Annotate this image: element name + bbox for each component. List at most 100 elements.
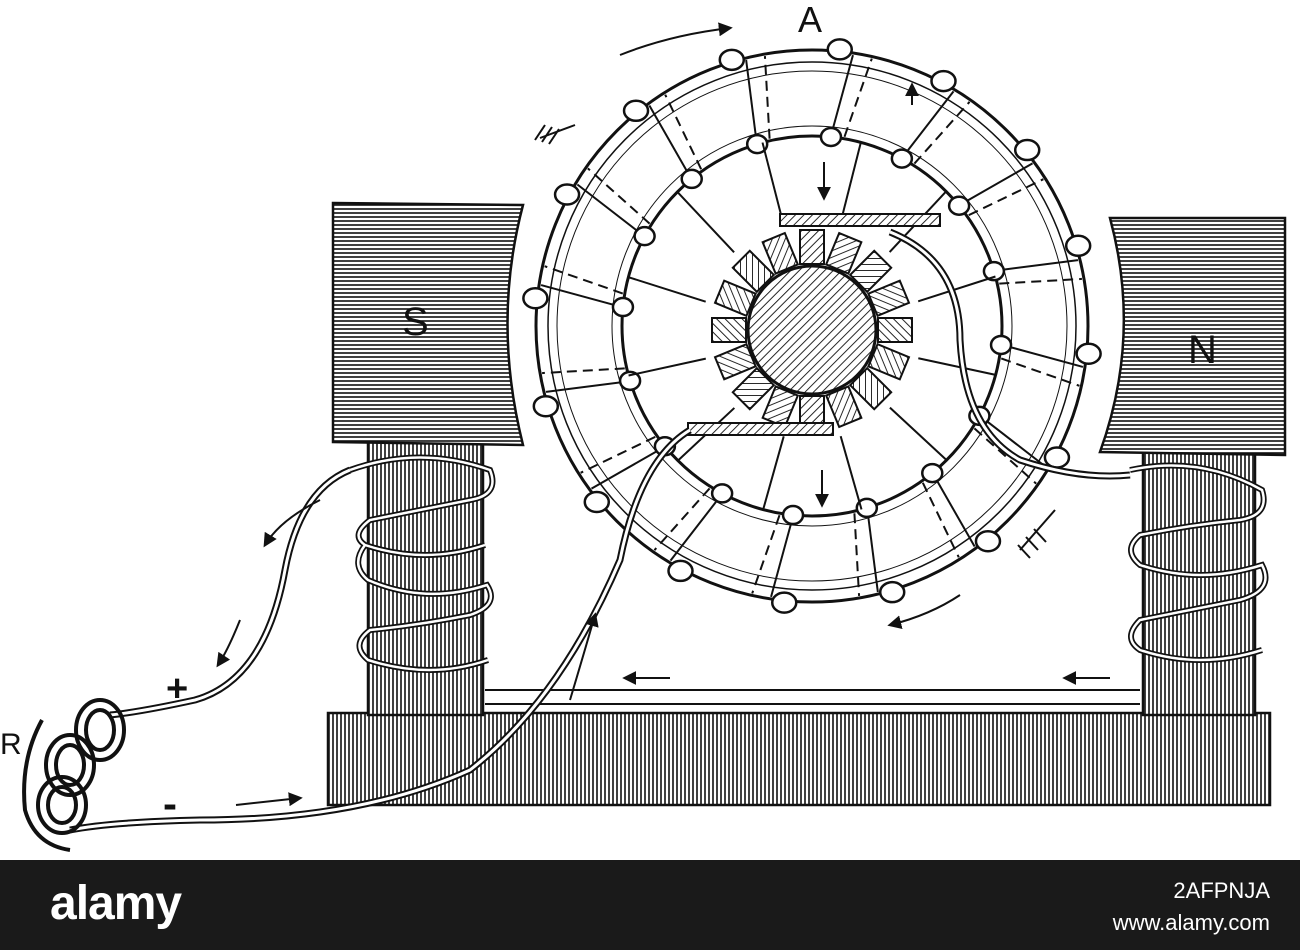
commutator-segment	[824, 385, 863, 429]
commutator-segment	[761, 231, 800, 275]
armature-coil-loops	[522, 38, 1102, 614]
coil-loop	[718, 48, 746, 72]
brand-logo[interactable]: alamy	[50, 877, 182, 930]
site-url[interactable]: www.alamy.com	[1112, 910, 1270, 935]
coil-loop-inner	[611, 296, 635, 318]
commutator	[711, 229, 913, 431]
coil-loop-inner	[855, 497, 879, 519]
winding-line	[960, 162, 1034, 206]
commutator-segment	[867, 342, 911, 381]
dynamo-diagram: A S N R + -	[0, 0, 1287, 852]
winding-line	[648, 104, 692, 178]
base-board	[326, 711, 1272, 807]
coil-loop-inner	[710, 483, 734, 504]
winding-line	[995, 259, 1079, 272]
coil-loop-inner	[890, 148, 914, 169]
coil-loop	[1013, 138, 1041, 162]
coil-loop	[1075, 342, 1102, 366]
spoke	[762, 436, 785, 510]
coil-loop	[622, 99, 650, 123]
commutator-segment	[713, 342, 757, 381]
negative-terminal-label: -	[163, 780, 177, 827]
coil-loop	[930, 69, 957, 93]
spoke	[889, 406, 948, 461]
armature-shaft	[746, 264, 878, 396]
coil-loop	[522, 286, 549, 310]
armature-windings	[540, 54, 1084, 598]
coil-loop	[667, 559, 694, 583]
coil-loop	[974, 529, 1002, 553]
north-core	[1141, 448, 1257, 717]
winding-line	[540, 284, 622, 308]
winding-line	[653, 487, 711, 551]
north-pole-label: N	[1188, 328, 1217, 372]
winding-line	[866, 509, 879, 593]
commutator-segment	[877, 317, 913, 343]
winding-line	[902, 90, 955, 158]
winding-line	[587, 167, 651, 225]
coil-loop-inner	[989, 334, 1013, 356]
winding-line	[751, 514, 781, 594]
upper-brush	[779, 213, 941, 227]
winding-line	[980, 416, 1048, 469]
winding-line	[973, 427, 1037, 485]
commutator-segment	[867, 279, 911, 318]
spoke	[918, 357, 996, 376]
coil-loop	[1064, 234, 1092, 258]
winding-line	[544, 265, 624, 295]
winding-line	[999, 277, 1082, 285]
spoke	[917, 275, 996, 303]
spoke	[839, 142, 862, 224]
commutator-segment	[799, 229, 825, 265]
winding-line	[830, 54, 854, 136]
coil-loop	[553, 183, 581, 206]
image-id: 2AFPNJA	[1173, 878, 1270, 903]
commutator-segment	[731, 249, 776, 294]
winding-line	[932, 474, 976, 548]
spoke	[628, 357, 707, 377]
coil-loop-inner	[745, 133, 769, 155]
resistance-coil	[22, 698, 126, 852]
winding-line	[921, 482, 960, 558]
winding-line	[843, 58, 873, 138]
winding-line	[853, 513, 861, 596]
coil-loop	[532, 394, 560, 418]
winding-line	[580, 435, 656, 474]
winding-line	[545, 380, 629, 393]
commutator-segment	[731, 366, 776, 411]
dynamo-illustration	[22, 22, 1287, 852]
winding-line	[745, 59, 758, 143]
winding-line	[590, 446, 664, 490]
spoke	[676, 191, 735, 254]
spoke	[839, 435, 863, 510]
winding-line	[664, 94, 703, 170]
south-pole-piece	[331, 201, 525, 447]
watermark-footer: alamy 2AFPNJA www.alamy.com	[0, 860, 1300, 950]
commutator-segment	[848, 249, 893, 294]
commutator-segment	[711, 317, 747, 343]
commutator-segment	[824, 231, 863, 275]
winding-line	[968, 178, 1044, 217]
spoke	[761, 142, 785, 225]
winding-line	[1000, 357, 1080, 387]
winding-line	[763, 56, 771, 139]
coil-loop	[770, 591, 798, 614]
winding-line	[576, 183, 644, 236]
winding-line	[542, 367, 625, 375]
coil-loop	[878, 580, 906, 604]
winding-line	[913, 101, 971, 165]
commutator-segment	[713, 279, 757, 318]
winding-line	[1002, 344, 1084, 368]
coil-loop	[826, 38, 854, 61]
rotation-marks	[534, 124, 1056, 559]
armature-label: A	[798, 0, 823, 40]
coil-loop-inner	[819, 126, 843, 148]
coil-loop-inner	[633, 225, 656, 247]
coil-loop-inner	[947, 195, 971, 216]
coil-loop-inner	[921, 462, 944, 484]
lower-brush	[687, 422, 834, 436]
south-core	[366, 438, 485, 717]
coil-loop	[583, 490, 611, 514]
resistance-label: R	[0, 728, 22, 761]
winding-line	[669, 494, 722, 562]
